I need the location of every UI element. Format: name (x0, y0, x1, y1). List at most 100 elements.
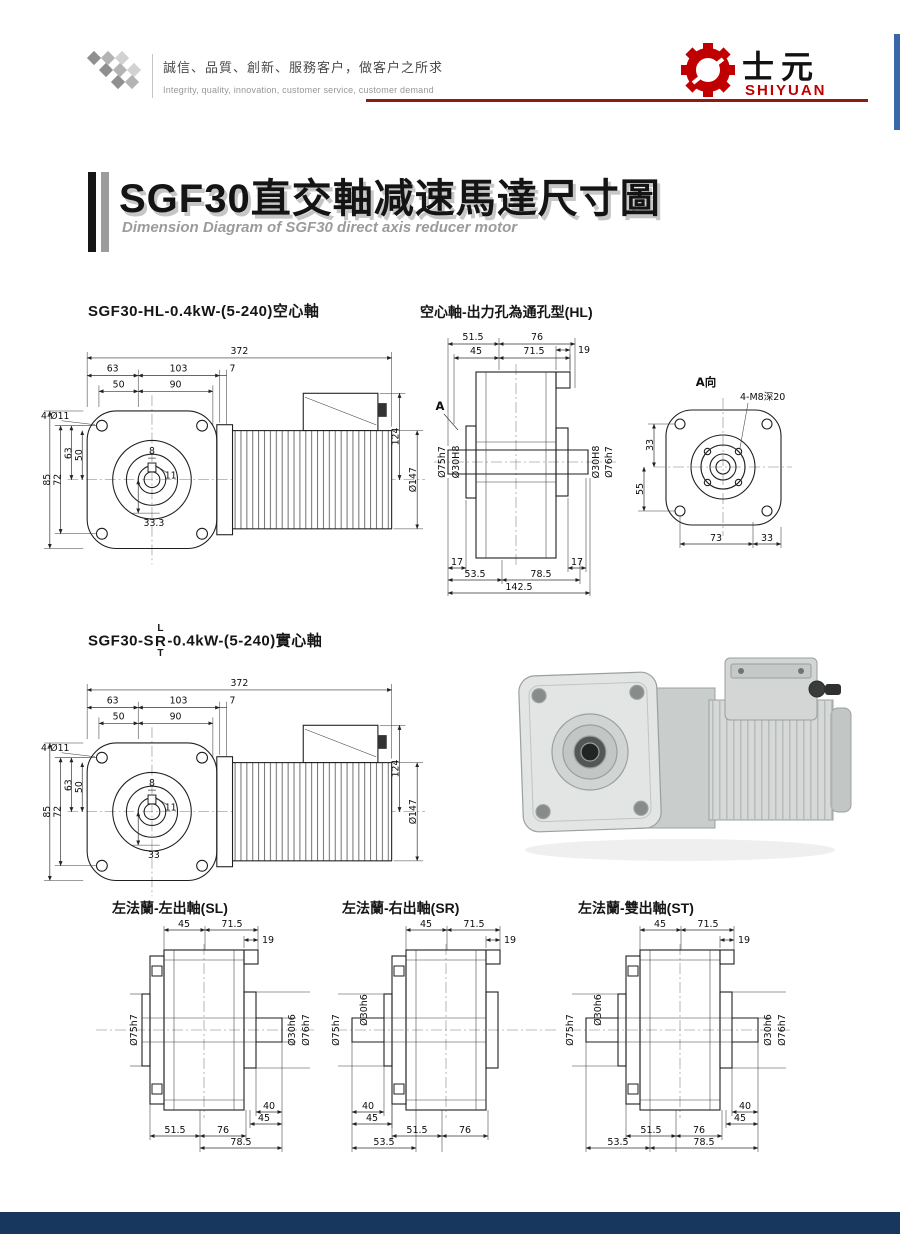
hole-callout: 4-Ø11 (41, 743, 70, 754)
dim-label: 53.5 (607, 1137, 628, 1148)
dim-label: 45 (258, 1113, 270, 1124)
dim-label: 50 (74, 449, 85, 461)
cable-gland (377, 735, 387, 749)
dim-label: 40 (362, 1101, 374, 1112)
dim-label: 51.5 (164, 1125, 185, 1136)
sl-view-drawing: 45 71.5 19 Ø75h7 Ø30h6 Ø76h7 40 45 51.5 … (96, 919, 314, 1152)
dim-label: 90 (170, 711, 182, 722)
dimension-lines (47, 687, 420, 881)
dim-label: 51.5 (640, 1125, 661, 1136)
dim-label: Ø75h7 (437, 446, 448, 478)
header-slogan-zh: 誠信、品質、創新、服務客户，做客户之所求 (163, 60, 444, 75)
dim-label: 45 (654, 919, 666, 930)
cable-gland-nut (825, 684, 841, 695)
flange-outline (665, 409, 782, 526)
dim-label: 8 (149, 446, 155, 457)
centerlines (654, 398, 792, 536)
dim-label: 17 (571, 557, 583, 568)
cable-gland (377, 403, 387, 417)
dimension-lines (47, 355, 420, 549)
dim-label: Ø30h6 (287, 1014, 298, 1046)
extension-lines (447, 338, 591, 596)
dim-label: 85 (42, 474, 53, 486)
dim-label: 17 (451, 557, 463, 568)
dim-label: 8 (149, 778, 155, 789)
sr-view-drawing: 45 71.5 19 Ø75h7 Ø30h6 40 45 51.5 76 53.… (331, 919, 556, 1152)
dim-label: 11 (165, 803, 177, 814)
dim-label: 372 (230, 346, 248, 357)
body-outline (351, 949, 501, 1111)
dim-label: 19 (738, 935, 750, 946)
gearbox-outline (86, 742, 218, 882)
centerlines (570, 944, 792, 1118)
dim-label: 63 (107, 364, 119, 375)
motor-fins (231, 762, 393, 862)
edge-accent-strip (894, 34, 900, 130)
dimension-labels: 45 71.5 19 Ø75h7 Ø30h6 Ø76h7 40 45 51.5 … (129, 919, 312, 1148)
dim-label: 76 (459, 1125, 471, 1136)
dim-label: 7 (230, 696, 236, 707)
dim-label: 78.5 (693, 1137, 714, 1148)
dimension-lines (585, 928, 759, 1150)
dim-label: 51.5 (406, 1125, 427, 1136)
sr-side-view-drawing: 372 63 103 7 50 90 4-Ø11 85 72 63 50 8 1… (41, 678, 426, 897)
dim-label: Ø76h7 (301, 1014, 312, 1046)
dim-label: 11 (165, 471, 177, 482)
dim-label: Ø75h7 (129, 1014, 140, 1046)
a-direction-view-drawing: A向 4-M8深20 33 55 73 33 (635, 375, 792, 548)
dim-label: 73 (710, 533, 722, 544)
dim-label: 142.5 (505, 582, 532, 593)
dimension-labels: A 51.5 76 45 71.5 19 Ø75h7 Ø30H8 Ø30H8 Ø… (436, 332, 615, 593)
st-view-label: 左法蘭-雙出軸(ST) (578, 900, 694, 916)
dim-label: Ø76h7 (604, 446, 615, 478)
dim-label: Ø147 (408, 799, 419, 824)
page-subtitle: Dimension Diagram of SGF30 direct axis r… (122, 219, 518, 236)
keyway (147, 462, 157, 473)
centerlines (434, 364, 616, 568)
inner-lines (618, 950, 732, 1110)
flange-bolt (393, 1083, 405, 1095)
header-slogan-en: Integrity, quality, innovation, customer… (163, 85, 434, 95)
dim-label: 90 (170, 379, 182, 390)
dim-label: Ø30H8 (451, 446, 462, 479)
tap-holes (703, 447, 743, 487)
hl-section-label: SGF30-HL-0.4kW-(5-240)空心軸 (88, 303, 320, 320)
brand-name-zh: 士元 (742, 49, 821, 85)
flange-bolt (151, 965, 163, 977)
cable-gland (808, 680, 826, 698)
sl-view-label: 左法蘭-左出軸(SL) (112, 900, 228, 916)
dimension-lines (351, 928, 501, 1150)
dimension-lines (149, 928, 283, 1150)
flange-bolt (627, 965, 639, 977)
dim-label: 53.5 (373, 1137, 394, 1148)
brand-name-en: SHIYUAN (745, 82, 827, 99)
body-outline (585, 949, 759, 1111)
dim-label: 51.5 (462, 332, 483, 343)
tap-callout: 4-M8深20 (740, 392, 785, 403)
dimension-labels: 45 71.5 19 Ø75h7 Ø30h6 Ø30h6 Ø76h7 40 45… (565, 919, 788, 1148)
inner-lines (142, 950, 256, 1110)
dim-label: 40 (739, 1101, 751, 1112)
flange-bolt (151, 1083, 163, 1095)
view-arrow-label: A (436, 399, 445, 413)
page-title: SGF30直交軸减速馬達尺寸圖 (119, 177, 661, 221)
dim-label: 124 (391, 428, 402, 446)
dimension-lines (443, 342, 591, 595)
hl-side-view-drawing: 372 63 103 7 50 90 4-Ø11 85 72 63 50 8 1… (41, 346, 426, 565)
dim-label: Ø75h7 (565, 1014, 576, 1046)
dim-label: 50 (113, 379, 125, 390)
flange-bolt (393, 965, 405, 977)
centerlines (336, 944, 556, 1118)
dim-label: 103 (170, 696, 188, 707)
dim-label: 71.5 (221, 919, 242, 930)
dim-label: 63 (63, 779, 74, 791)
dim-label: 72 (53, 474, 64, 486)
dimension-labels: 372 63 103 7 50 90 4-Ø11 85 72 63 50 8 1… (41, 678, 419, 861)
dim-label: Ø30h6 (593, 994, 604, 1026)
dim-label: 103 (170, 364, 188, 375)
dim-label: 45 (178, 919, 190, 930)
dimension-labels: A向 4-M8深20 33 55 73 33 (635, 375, 785, 544)
hole-callout: 4-Ø11 (41, 411, 70, 422)
dim-label: 33 (148, 850, 160, 861)
